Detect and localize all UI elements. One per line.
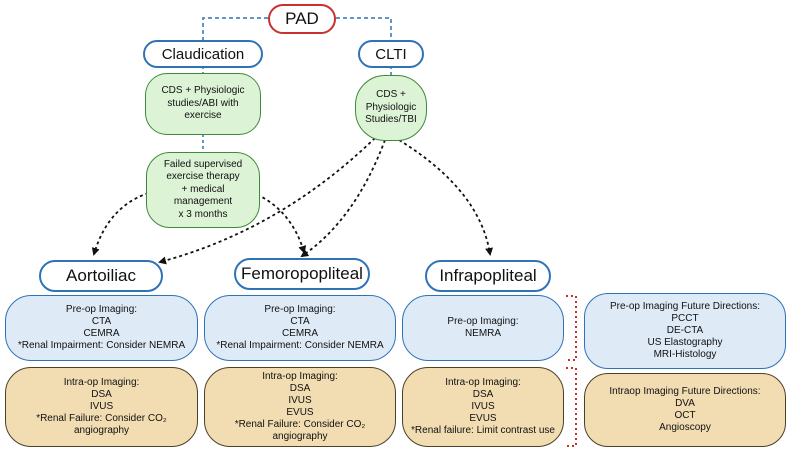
- therapy-line: x 3 months: [178, 208, 228, 220]
- claudication-label: Claudication: [161, 45, 245, 63]
- femoropopliteal-preop-box: Pre-op Imaging: CTA CEMRA *Renal Impairm…: [204, 295, 396, 361]
- femoropopliteal-intraop-box: Intra-op Imaging: DSA IVUS EVUS *Renal F…: [204, 367, 396, 447]
- test-line: studies/ABI with: [167, 97, 239, 109]
- clti-to-aortoiliac-arrow: [158, 137, 376, 265]
- test-line: exercise: [184, 110, 222, 122]
- preop-line: NEMRA: [464, 328, 502, 339]
- intraop-bracket: [566, 367, 577, 447]
- future-line: PCCT: [671, 313, 699, 324]
- aortoiliac-intraop-box: Intra-op Imaging: DSA IVUS *Renal Failur…: [5, 367, 198, 447]
- intraop-line: *Renal Failure: Consider CO₂: [234, 419, 366, 430]
- aortoiliac-node: Aortoiliac: [39, 260, 163, 292]
- clti-node: CLTI: [358, 40, 424, 68]
- test-line: CDS +: [376, 89, 406, 101]
- intraop-line: EVUS: [286, 407, 314, 418]
- intraop-line: DSA: [289, 383, 311, 394]
- intraop-line: Intra-op Imaging:: [63, 377, 140, 388]
- intraop-line: IVUS: [288, 395, 312, 406]
- preop-bracket: [566, 295, 577, 361]
- intraop-line: EVUS: [469, 413, 497, 424]
- future-line: Angioscopy: [659, 422, 711, 433]
- therapy-line: Failed supervised: [163, 158, 243, 170]
- intraop-line: IVUS: [471, 401, 495, 412]
- infrapopliteal-preop-box: Pre-op Imaging: NEMRA: [402, 295, 564, 361]
- intraop-line: IVUS: [89, 401, 114, 412]
- intraop-line: angiography: [73, 425, 130, 436]
- infrapopliteal-node: Infrapopliteal: [425, 260, 551, 292]
- test-line: Physiologic: [365, 101, 417, 113]
- preop-line: CTA: [91, 316, 112, 327]
- therapy-box: Failed supervised exercise therapy + med…: [146, 152, 260, 228]
- intraop-line: *Renal failure: Limit contrast use: [411, 425, 555, 436]
- therapy-line: management: [173, 196, 233, 208]
- therapy-line: + medical: [181, 183, 225, 195]
- infrapopliteal-intraop-box: Intra-op Imaging: DSA IVUS EVUS *Renal f…: [402, 367, 564, 447]
- preop-line: CEMRA: [83, 328, 120, 339]
- pad-to-clti-link: [336, 17, 392, 40]
- preop-line: CEMRA: [281, 328, 319, 339]
- clti-to-femoropopliteal-arrow: [300, 139, 386, 258]
- future-preop-box: Pre-op Imaging Future Directions: PCCT D…: [584, 293, 786, 369]
- future-line: US Elastography: [647, 337, 723, 348]
- future-line: Intraop Imaging Future Directions:: [609, 386, 761, 397]
- test-line: CDS + Physiologic: [161, 85, 245, 97]
- femoropopliteal-node: Femoropopliteal: [234, 258, 370, 290]
- pad-label: PAD: [285, 9, 319, 28]
- future-line: OCT: [674, 410, 696, 421]
- therapy-to-aortoiliac-arrow: [91, 189, 161, 256]
- preop-line: CTA: [290, 316, 310, 327]
- claudication-node: Claudication: [143, 40, 263, 68]
- intraop-line: angiography: [272, 431, 328, 442]
- preop-line: Pre-op Imaging:: [264, 304, 336, 315]
- aortoiliac-label: Aortoiliac: [66, 266, 136, 285]
- test-line: Studies/TBI: [365, 114, 417, 126]
- pad-to-claudication-link: [202, 17, 268, 40]
- aortoiliac-preop-box: Pre-op Imaging: CTA CEMRA *Renal Impairm…: [5, 295, 198, 361]
- intraop-line: DSA: [91, 389, 112, 400]
- future-line: DE-CTA: [666, 325, 704, 336]
- preop-line: Pre-op Imaging:: [65, 304, 138, 315]
- future-line: DVA: [675, 398, 695, 409]
- preop-line: *Renal Impairment: Consider NEMRA: [17, 340, 186, 351]
- therapy-line: exercise therapy: [166, 171, 240, 183]
- claudication-test-box: CDS + Physiologic studies/ABI with exerc…: [145, 73, 261, 135]
- intraop-line: Intra-op Imaging:: [445, 377, 521, 388]
- intraop-line: Intra-op Imaging:: [262, 371, 338, 382]
- preop-line: *Renal Impairment: Consider NEMRA: [216, 340, 384, 351]
- clti-to-infrapopliteal-arrow: [398, 139, 494, 256]
- preop-line: Pre-op Imaging:: [447, 316, 519, 327]
- intraop-line: DSA: [472, 389, 494, 400]
- future-line: Pre-op Imaging Future Directions:: [609, 301, 761, 312]
- intraop-line: *Renal Failure: Consider CO₂: [36, 413, 167, 424]
- infrapopliteal-label: Infrapopliteal: [439, 266, 537, 285]
- femoropopliteal-label: Femoropopliteal: [241, 264, 363, 283]
- pad-node: PAD: [268, 4, 336, 34]
- clti-label: CLTI: [375, 45, 407, 63]
- future-line: MRI-Histology: [653, 349, 717, 360]
- clti-test-box: CDS + Physiologic Studies/TBI: [355, 75, 427, 141]
- future-intraop-box: Intraop Imaging Future Directions: DVA O…: [584, 373, 786, 447]
